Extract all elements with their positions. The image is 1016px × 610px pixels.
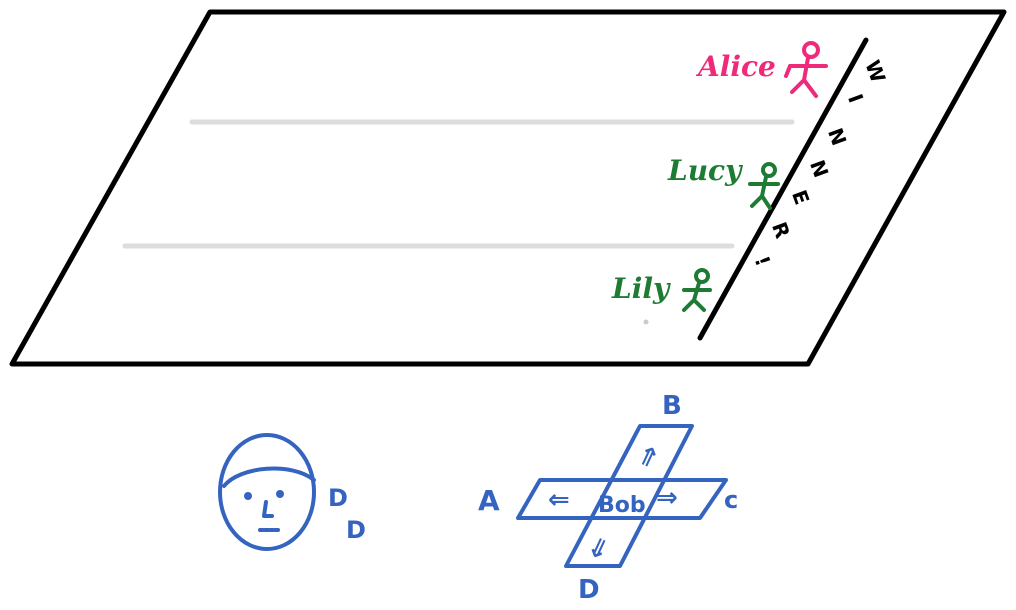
dpad-right-label: c [724, 486, 738, 514]
dpad: ⇑ ⇐ ⇒ ⇓ Bob B A c D [478, 391, 738, 605]
left-arrow-icon[interactable]: ⇐ [548, 485, 570, 515]
running-figure-icon [784, 41, 828, 98]
face-sketch [218, 433, 316, 551]
face-outline [218, 433, 316, 551]
finish-line [697, 37, 869, 341]
winner-letter: R [767, 219, 795, 242]
dpad-horizontal-arm [516, 478, 728, 520]
left-eye [244, 492, 252, 500]
winner-letter: I [843, 91, 868, 106]
face-mark-lower: D [346, 516, 366, 544]
right-eye [276, 490, 284, 498]
dpad-down-label: D [578, 575, 600, 605]
right-arrow-icon[interactable]: ⇒ [656, 483, 678, 513]
runner-lily: Lily [611, 268, 712, 312]
runner-lily-label: Lily [611, 272, 671, 305]
runner-alice-label: Alice [695, 50, 776, 83]
up-arrow-icon[interactable]: ⇑ [632, 440, 664, 476]
down-arrow-icon[interactable]: ⇓ [582, 531, 614, 567]
winner-letter: ! [750, 253, 776, 270]
nose [262, 500, 274, 518]
pencil-dot [643, 319, 649, 325]
running-figure-icon [682, 268, 712, 312]
winner-letter: E [787, 187, 814, 208]
winner-letter: W [860, 57, 890, 86]
winner-letter: N [805, 157, 833, 181]
runner-alice: Alice [695, 41, 828, 98]
race-track-board [9, 9, 1007, 367]
dpad-up-label: B [662, 391, 682, 421]
dpad-left-label: A [478, 484, 500, 517]
running-figure-icon [748, 162, 780, 210]
runner-lucy: Lucy [667, 154, 780, 210]
dpad-center-label: Bob [598, 493, 646, 518]
runner-lucy-label: Lucy [667, 154, 743, 187]
winner-letter: N [823, 125, 851, 149]
face-mark-upper: D [328, 484, 348, 512]
cap-line [222, 466, 316, 488]
